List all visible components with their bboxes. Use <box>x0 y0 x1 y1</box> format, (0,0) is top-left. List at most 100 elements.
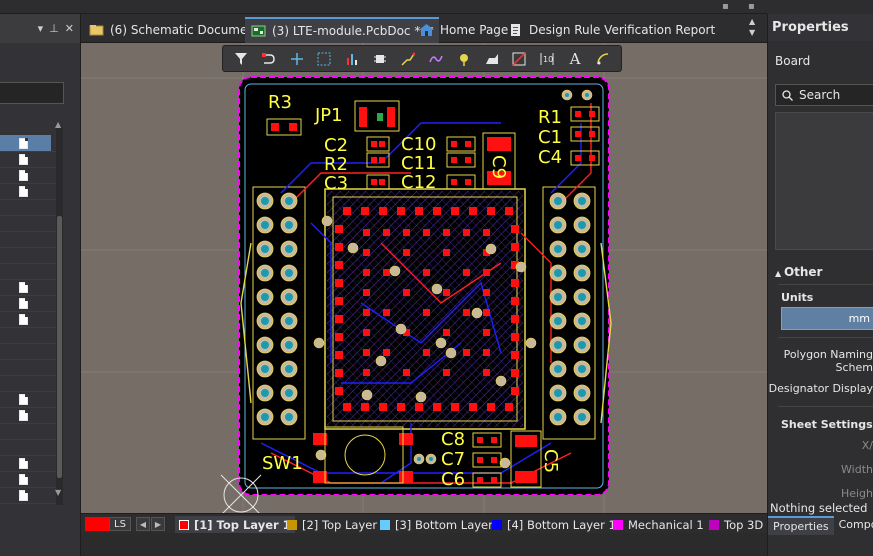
scroll-left-icon[interactable]: ◀ <box>136 517 150 531</box>
list-item[interactable] <box>0 168 56 184</box>
route-icon[interactable] <box>260 50 278 68</box>
folder-icon <box>89 25 104 36</box>
list-item[interactable] <box>0 424 56 440</box>
pcb-board-drawing <box>81 43 767 513</box>
filter-icon[interactable] <box>232 50 250 68</box>
list-item[interactable] <box>0 312 56 328</box>
panel-top-strip <box>767 0 873 14</box>
list-item[interactable] <box>0 216 56 232</box>
document-icon <box>19 282 28 293</box>
list-item[interactable] <box>0 264 56 280</box>
list-item[interactable] <box>0 184 56 200</box>
interactive-route-icon[interactable] <box>399 50 417 68</box>
designator-r3: R3 <box>268 92 292 113</box>
header-pins-right <box>549 192 591 426</box>
scroll-down-icon[interactable]: ▼ <box>55 488 62 497</box>
list-item[interactable] <box>0 488 56 504</box>
tab-components[interactable]: Components <box>838 518 873 531</box>
list-item[interactable] <box>0 392 56 408</box>
layer-color-swatch <box>613 519 623 530</box>
tab-scroll-icon[interactable]: ▲▼ <box>749 17 756 37</box>
crosshair-icon[interactable] <box>288 50 306 68</box>
dimension-icon[interactable]: 10 <box>538 50 556 68</box>
divider <box>778 406 873 407</box>
tab-label: Home Page <box>440 23 509 37</box>
chevron-down-icon[interactable]: ▾ <box>37 22 44 35</box>
diff-pair-icon[interactable] <box>427 50 445 68</box>
tab-properties[interactable]: Properties <box>768 516 834 535</box>
list-item[interactable] <box>0 232 56 248</box>
list-item[interactable] <box>0 200 56 216</box>
list-item[interactable] <box>0 296 56 312</box>
designator-r2: R2 <box>324 154 348 175</box>
tab-pcb[interactable]: (3) LTE-module.PcbDoc * ▼ <box>245 17 440 43</box>
via-icon[interactable] <box>455 50 473 68</box>
sheet-settings-header: Sheet Settings <box>781 418 873 431</box>
list-item[interactable] <box>0 280 56 296</box>
chart-icon[interactable] <box>343 50 361 68</box>
pcb-canvas[interactable]: R3 JP1 R1 C1 C4 C2 R2 C3 C10 C11 C12 C9 … <box>81 43 767 513</box>
units-mm-button[interactable]: mm <box>781 307 873 330</box>
component-icon[interactable] <box>371 50 389 68</box>
select-rect-icon[interactable] <box>315 50 333 68</box>
list-item[interactable] <box>0 376 56 392</box>
list-item[interactable] <box>0 408 56 424</box>
list-item[interactable] <box>0 456 56 472</box>
arc-icon[interactable] <box>594 50 612 68</box>
layer-label: [1] Top Layer 1 <box>194 517 291 532</box>
polygon-icon[interactable] <box>483 50 501 68</box>
list-item[interactable] <box>0 440 56 456</box>
text-icon[interactable]: A <box>569 49 581 68</box>
panel-header: ▾ ⊥ ✕ <box>0 14 80 43</box>
tab-home[interactable]: Home Page <box>413 17 514 43</box>
layer-label: [2] Top Layer <box>302 517 378 532</box>
divider <box>778 284 873 285</box>
layer-tab-top-layer-1[interactable]: [1] Top Layer 1 <box>175 516 295 533</box>
designator-sw1: SW1 <box>262 453 303 474</box>
panel-search-input[interactable] <box>0 82 64 104</box>
properties-search-input[interactable]: Search <box>775 84 873 106</box>
scroll-right-icon[interactable]: ▶ <box>151 517 165 531</box>
polygon-naming-label: Polygon Naming <box>783 348 873 361</box>
layer-set-button[interactable]: LS <box>85 517 131 531</box>
svg-text:10: 10 <box>543 55 553 64</box>
list-item[interactable] <box>0 328 56 344</box>
layer-tab-mechanical-1[interactable]: Mechanical 1 <box>613 516 704 533</box>
document-icon <box>19 410 28 421</box>
pin-icon[interactable]: ⊥ <box>49 22 59 35</box>
section-other-header[interactable]: ▲ Other <box>775 265 823 279</box>
tab-label: (3) LTE-module.PcbDoc * <box>272 24 421 38</box>
layer-tab-bottom-layer[interactable]: [3] Bottom Layer <box>380 516 493 533</box>
pcb-icon <box>251 25 266 37</box>
sheet-x-label: X/ <box>861 439 873 452</box>
list-item[interactable] <box>0 152 56 168</box>
scroll-up-icon[interactable]: ▲ <box>55 120 62 129</box>
region-icon[interactable] <box>510 50 528 68</box>
list-item[interactable] <box>0 136 56 152</box>
sheet-width-label: Width <box>841 463 873 476</box>
designator-c12: C12 <box>401 172 437 193</box>
properties-preview-box <box>775 112 873 250</box>
layer-tab-top-3d[interactable]: Top 3D <box>709 516 763 533</box>
layer-color-swatch <box>287 519 297 530</box>
document-icon <box>19 298 28 309</box>
list-item[interactable] <box>0 344 56 360</box>
designator-c6: C6 <box>441 469 466 490</box>
layer-tab-top-layer[interactable]: [2] Top Layer <box>287 516 377 533</box>
layer-tab-bottom-layer-1[interactable]: [4] Bottom Layer 1 <box>492 516 616 533</box>
list-item[interactable] <box>0 248 56 264</box>
document-icon <box>19 314 28 325</box>
designator-c4: C4 <box>538 147 563 168</box>
layer-label: [3] Bottom Layer <box>395 517 493 532</box>
list-item[interactable] <box>0 472 56 488</box>
layer-label: [4] Bottom Layer 1 <box>507 517 616 532</box>
list-item[interactable] <box>0 360 56 376</box>
scrollbar-thumb[interactable] <box>57 216 62 478</box>
document-icon <box>19 458 28 469</box>
tab-label: (6) Schematic Document <box>110 23 260 37</box>
designator-c11: C11 <box>401 153 437 174</box>
close-icon[interactable]: ✕ <box>64 22 74 35</box>
menu-icon[interactable]: ▪ <box>748 1 755 12</box>
menu-icon[interactable]: ▪ <box>722 1 729 12</box>
tab-drc-report[interactable]: Design Rule Verification Report <box>502 17 721 43</box>
